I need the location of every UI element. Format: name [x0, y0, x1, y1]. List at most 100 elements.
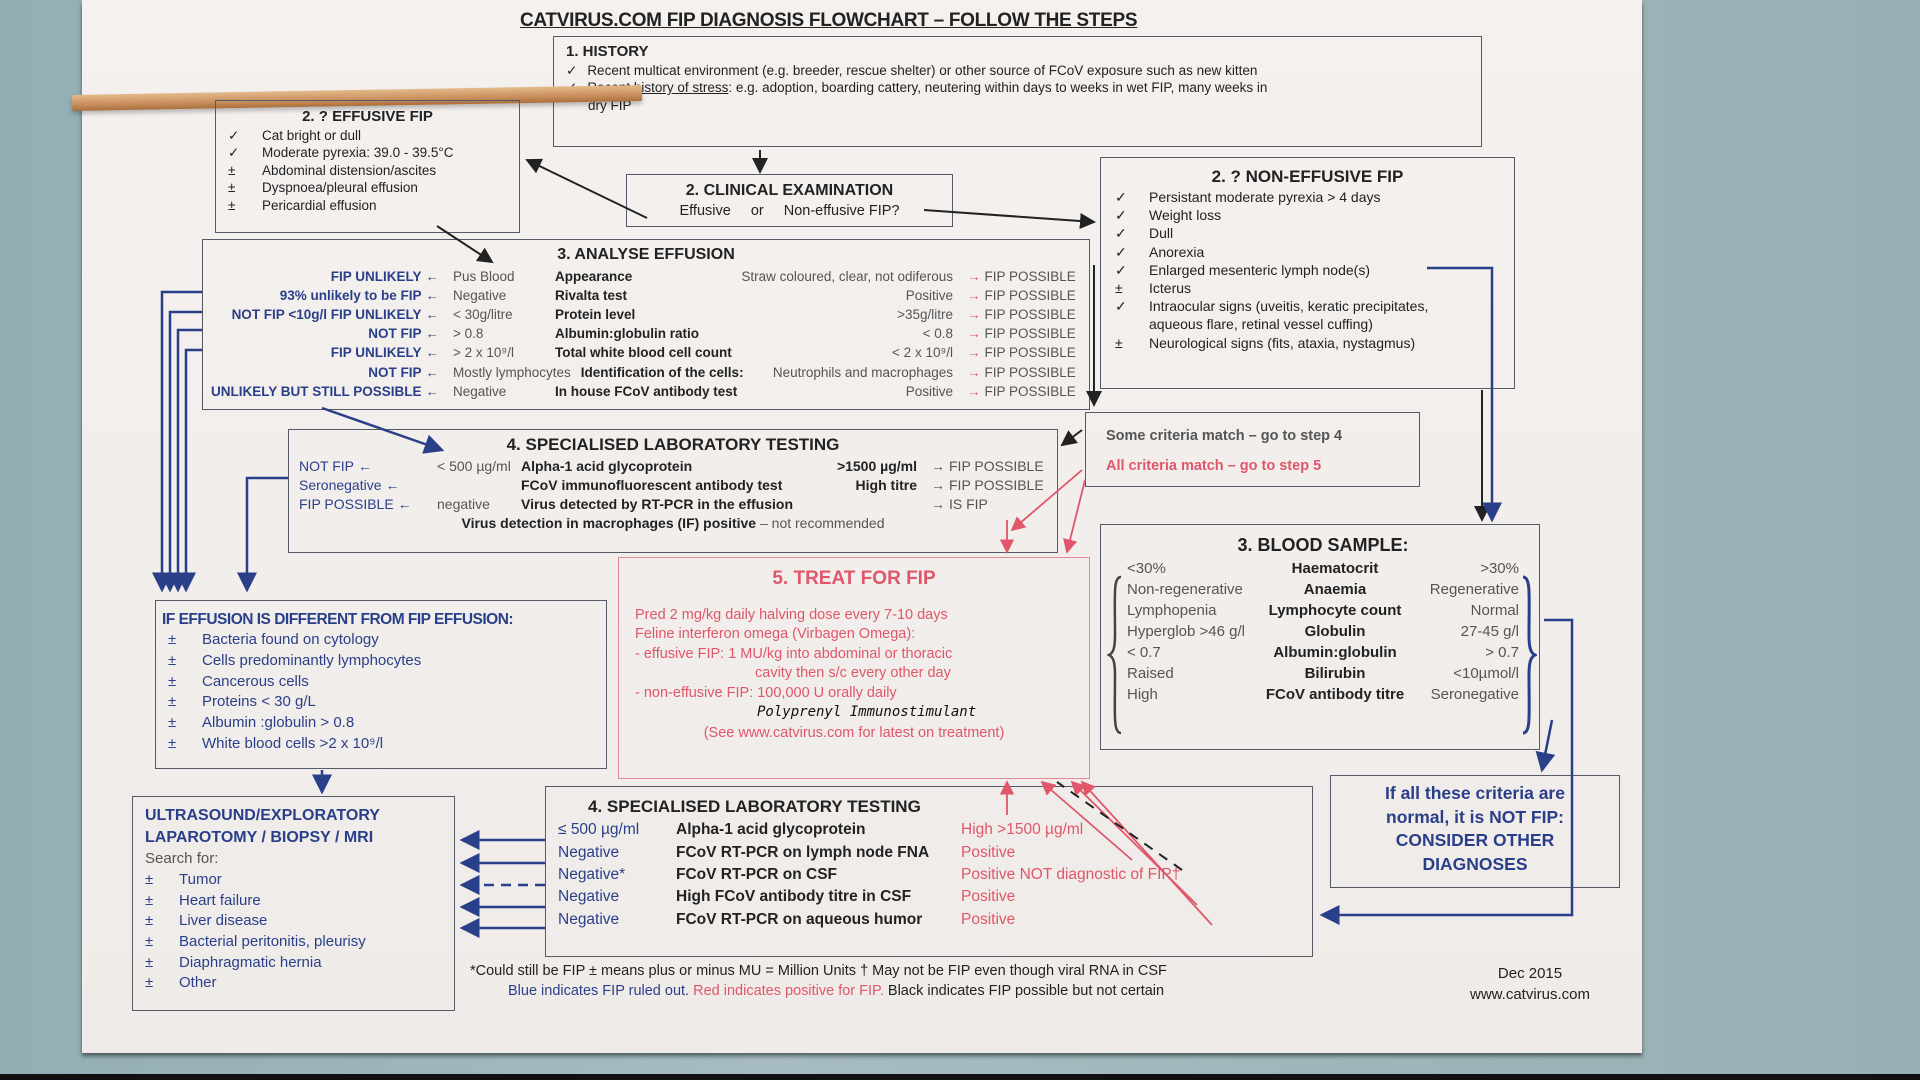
treat-link[interactable]: (See www.catvirus.com for latest on trea…	[703, 725, 1005, 742]
flowchart-paper: CATVIRUS.COM FIP DIAGNOSIS FLOWCHART – F…	[71, 0, 1642, 1053]
arrow-to-noneffusive	[923, 209, 1096, 229]
cell-test: Alpha-1 acid glycoprotein	[676, 821, 866, 839]
clinical-effusive: Effusive	[679, 202, 731, 219]
cell-test: Rivalta test	[555, 287, 628, 303]
list-item-text: Proteins < 30 g/L	[202, 693, 316, 711]
cell-out: →FIP POSSIBLE	[927, 457, 1047, 476]
bullet-mark-icon: ✓	[228, 127, 240, 143]
cell-result: 93% unlikely to be FIP←	[211, 286, 443, 305]
cell-norm: <10µmol/l	[1453, 665, 1519, 683]
bullet-mark-icon: ±	[145, 953, 154, 971]
history-heading: 1. HISTORY	[566, 43, 649, 60]
footer-meta: Dec 2015 www.catvirus.com	[1470, 963, 1590, 1005]
cell-pos: Positive	[961, 888, 1016, 906]
cell-pos: >1500 µg/ml	[836, 457, 917, 474]
list-item: ✓Persistant moderate pyrexia > 4 days	[1115, 188, 1500, 206]
cell-out: →FIP POSSIBLE	[963, 363, 1081, 382]
cell-text: FIP POSSIBLE	[984, 383, 1076, 399]
not-fip-line: If all these criteria are	[1385, 783, 1565, 803]
list-item-text: Cells predominantly lymphocytes	[202, 652, 422, 670]
some-criteria-match: Some criteria match – go to step 4	[1106, 428, 1343, 444]
cell-test: Protein level	[555, 307, 636, 323]
list-item-text: Dull	[1149, 225, 1174, 242]
footer-black: Black indicates FIP possible but not cer…	[887, 983, 1165, 999]
arrow-right-icon: →	[967, 326, 981, 342]
arrow-red	[1010, 469, 1083, 532]
cell-text: FIP POSSIBLE	[984, 268, 1076, 284]
list-item: ±Tumor	[145, 870, 442, 891]
arrow-to-effusive	[525, 158, 648, 219]
cell-test: Albumin:globulin ratio	[555, 326, 699, 342]
effusive-heading: 2. ? EFFUSIVE FIP	[302, 108, 433, 125]
bullet-mark-icon: ✓	[1115, 207, 1127, 224]
cell-test: FCoV RT-PCR on aqueous humor	[676, 910, 923, 928]
footer-legend: *Could still be FIP ± means plus or minu…	[470, 963, 1167, 979]
cell-test: FCoV RT-PCR on lymph node FNA	[676, 843, 930, 861]
lab1-note-suffix: – not recommended	[756, 514, 885, 531]
list-item-text: Moderate pyrexia: 39.0 - 39.5°C	[262, 145, 454, 161]
arrow-left-icon: ←	[425, 307, 440, 323]
clinical-or: or	[750, 202, 764, 219]
page-title: CATVIRUS.COM FIP DIAGNOSIS FLOWCHART – F…	[520, 10, 1138, 31]
list-item: ±Cancerous cells	[168, 672, 600, 693]
cell-out: →FIP POSSIBLE	[963, 382, 1081, 401]
bullet-mark-icon: ✓	[1115, 189, 1127, 206]
list-item: ±Pericardial effusion	[228, 197, 507, 215]
cell-pos: >35g/litre	[897, 307, 953, 323]
cell-test: Albumin:globulin	[1273, 644, 1397, 662]
not-fip-line: DIAGNOSES	[1422, 853, 1528, 874]
cell-text: FIP POSSIBLE	[984, 326, 1076, 342]
cell-pos: < 0.8	[922, 326, 953, 342]
connector-arrows	[152, 150, 1574, 938]
cell-abn: Lymphopenia	[1127, 602, 1217, 620]
ultrasound-heading-2: LAPAROTOMY / BIOPSY / MRI	[145, 829, 374, 847]
cell-test: Haematocrit	[1291, 560, 1379, 578]
cell-norm: Regenerative	[1429, 581, 1519, 599]
cell-out: →FIP POSSIBLE	[963, 343, 1081, 362]
list-item-text: Bacteria found on cytology	[202, 631, 379, 649]
bullet-mark-icon: ±	[228, 197, 236, 213]
cell-neg: Negative	[558, 910, 620, 928]
bullet-mark-icon: ✓	[1115, 261, 1127, 278]
arrow-red	[1080, 780, 1213, 926]
arrow-left-icon: ←	[385, 476, 400, 493]
cell-text: FIP POSSIBLE	[984, 287, 1076, 303]
cell-text: FIP POSSIBLE	[984, 345, 1076, 361]
cell-test: Virus detected by RT-PCR in the effusion	[521, 495, 794, 512]
arrow-left-icon: ←	[425, 364, 440, 380]
arrow-left-icon: ←	[425, 268, 440, 284]
clinical-non-effusive: Non-effusive FIP?	[783, 202, 900, 219]
cell-pos: < 2 x 10⁹/l	[892, 345, 953, 361]
treat-line: cavity then s/c every other day	[755, 665, 951, 682]
cell-result: FIP UNLIKELY←	[211, 343, 443, 362]
cell-neg: Pus Blood	[453, 268, 515, 284]
bullet-mark-icon: ±	[168, 652, 177, 670]
footer-site[interactable]: www.catvirus.com	[1470, 986, 1591, 1003]
screen-bottom-bar	[0, 1074, 1920, 1080]
cell-result: UNLIKELY BUT STILL POSSIBLE←	[211, 382, 443, 401]
cell-text: FIP POSSIBLE	[949, 476, 1044, 493]
all-criteria-match: All criteria match – go to step 5	[1106, 458, 1322, 475]
cell-text: NOT FIP	[368, 364, 422, 380]
list-item: ±Other	[145, 973, 442, 994]
list-item: ✓Weight loss	[1115, 206, 1500, 224]
list-item-text: Intraocular signs (uveitis, keratic prec…	[1149, 298, 1429, 315]
cell-text: IS FIP	[949, 495, 988, 512]
cell-abn: Raised	[1127, 665, 1174, 683]
list-item-text: Anorexia	[1149, 243, 1205, 260]
arrow-right-icon: →	[967, 307, 981, 323]
cell-neg: Negative	[453, 287, 507, 303]
list-item-text: Enlarged mesenteric lymph node(s)	[1149, 261, 1370, 278]
list-item: ±White blood cells >2 x 10⁹/l	[168, 734, 600, 755]
list-item: ±Proteins < 30 g/L	[168, 692, 600, 713]
bullet-mark-icon: ±	[145, 912, 154, 930]
blood-sample-box: 3. BLOOD SAMPLE: <30%Haematocrit>30%Non-…	[1100, 524, 1540, 750]
cell-norm: Seronegative	[1430, 686, 1519, 704]
